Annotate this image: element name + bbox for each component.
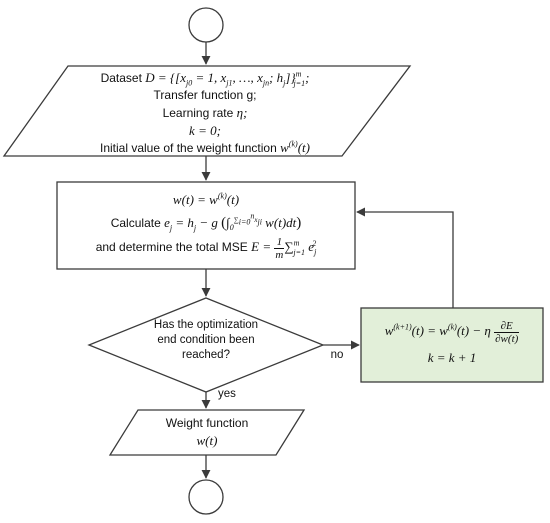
process-error-formula: ej = hj − g (∫0∑i=0nxji w(t)dt) (164, 211, 302, 233)
process-mse-prefix: and determine the total MSE (95, 240, 248, 254)
update-rectangle (360, 307, 544, 383)
output-parallelogram (108, 409, 306, 456)
edge-label-yes: yes (218, 388, 236, 400)
input-parallelogram (2, 65, 412, 157)
input-learning-rate-prefix: Learning rate (162, 106, 234, 120)
output-text: Weight function w(t) (127, 415, 287, 449)
input-learning-rate-symbol: η; (236, 105, 248, 120)
process-weight-assign: w(t) = w(k)(t) (172, 191, 240, 207)
input-initial-weight-line: Initial value of the weight function w(k… (60, 139, 350, 157)
input-text: Dataset D = {[xj0 = 1, xj1, …, xjn; hj]}… (60, 69, 350, 157)
input-dataset-line: Dataset D = {[xj0 = 1, xj1, …, xjn; hj]}… (60, 69, 350, 87)
process-calculate-line: Calculate ej = hj − g (∫0∑i=0nxji w(t)dt… (57, 211, 355, 235)
update-k-increment: k = k + 1 (427, 349, 477, 365)
decision-line-3: reached? (182, 349, 230, 361)
decision-line-2: end condition been (157, 334, 255, 346)
end-terminal (188, 479, 224, 515)
input-dataset-prefix: Dataset (100, 71, 142, 85)
decision-line-1: Has the optimization (153, 319, 259, 331)
process-text: w(t) = w(k)(t) Calculate ej = hj − g (∫0… (57, 188, 355, 261)
update-weight-formula: w(k+1)(t) = w(k)(t) − η ∂E∂w(t) (384, 319, 520, 345)
output-line-1: Weight function (165, 416, 249, 430)
input-transfer-function: Transfer function g; (153, 88, 257, 102)
decision-text: Has the optimization end condition been … (126, 318, 286, 363)
output-line-2: w(t) (196, 433, 218, 448)
process-calculate-prefix: Calculate (110, 216, 161, 230)
process-rectangle (56, 181, 356, 270)
input-learning-rate-line: Learning rate η; (60, 104, 350, 122)
input-dataset-formula: D = {[xj0 = 1, xj1, …, xjn; hj]}mj=1; (145, 69, 310, 88)
edge-update-loop-back (356, 207, 454, 308)
start-terminal (188, 7, 224, 43)
input-initial-weight-prefix: Initial value of the weight function (99, 141, 277, 155)
input-k-init: k = 0; (189, 123, 221, 138)
input-initial-weight-formula: w(k)(t) (280, 139, 310, 155)
update-text: w(k+1)(t) = w(k)(t) − η ∂E∂w(t) k = k + … (361, 318, 543, 371)
edge-label-no: no (330, 349, 344, 361)
